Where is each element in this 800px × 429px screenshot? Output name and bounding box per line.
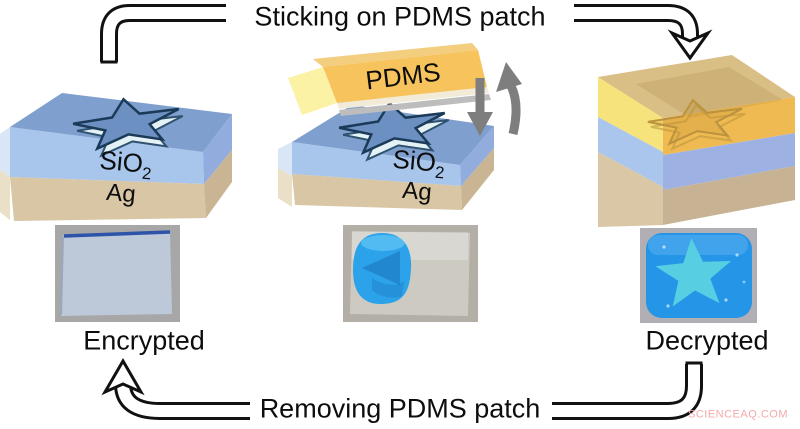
press-release-arrows-icon: [467, 62, 522, 136]
sio2-subscript: 2: [141, 163, 153, 184]
top-flow-arrow-icon: [100, 4, 713, 64]
middle-chip-illustration: [278, 101, 494, 210]
top-flow-label: Sticking on PDMS patch: [254, 1, 546, 32]
decrypted-caption: Decrypted: [645, 325, 769, 356]
star-faint-under-pdms-top: [647, 98, 743, 146]
sio2-layer-label-left: SiO2: [98, 144, 154, 184]
decrypted-chip-illustration: [598, 55, 795, 227]
sio2-subscript: 2: [434, 162, 446, 183]
sio2-text: SiO: [391, 143, 438, 178]
pdms-slab-illustration: [288, 43, 491, 116]
bottom-flow-arrow-icon: [101, 358, 703, 420]
star-revealed: [655, 238, 732, 307]
star-engraving-left-top: [72, 97, 180, 152]
sio2-text: SiO: [98, 144, 145, 179]
ag-layer-label-left: Ag: [105, 178, 137, 209]
ag-layer-label-middle: Ag: [401, 176, 433, 207]
decrypted-photo: [640, 228, 757, 323]
encrypted-photo: [55, 225, 180, 322]
encrypted-caption: Encrypted: [83, 325, 205, 356]
watermark: SCIENCEAQ.COM: [687, 408, 788, 421]
transition-photo: [343, 225, 478, 322]
sio2-layer-label-middle: SiO2: [391, 143, 447, 183]
bottom-flow-label: Removing PDMS patch: [259, 393, 541, 424]
encrypted-chip-illustration: [0, 93, 232, 221]
star-engraving-middle-top: [338, 101, 446, 156]
